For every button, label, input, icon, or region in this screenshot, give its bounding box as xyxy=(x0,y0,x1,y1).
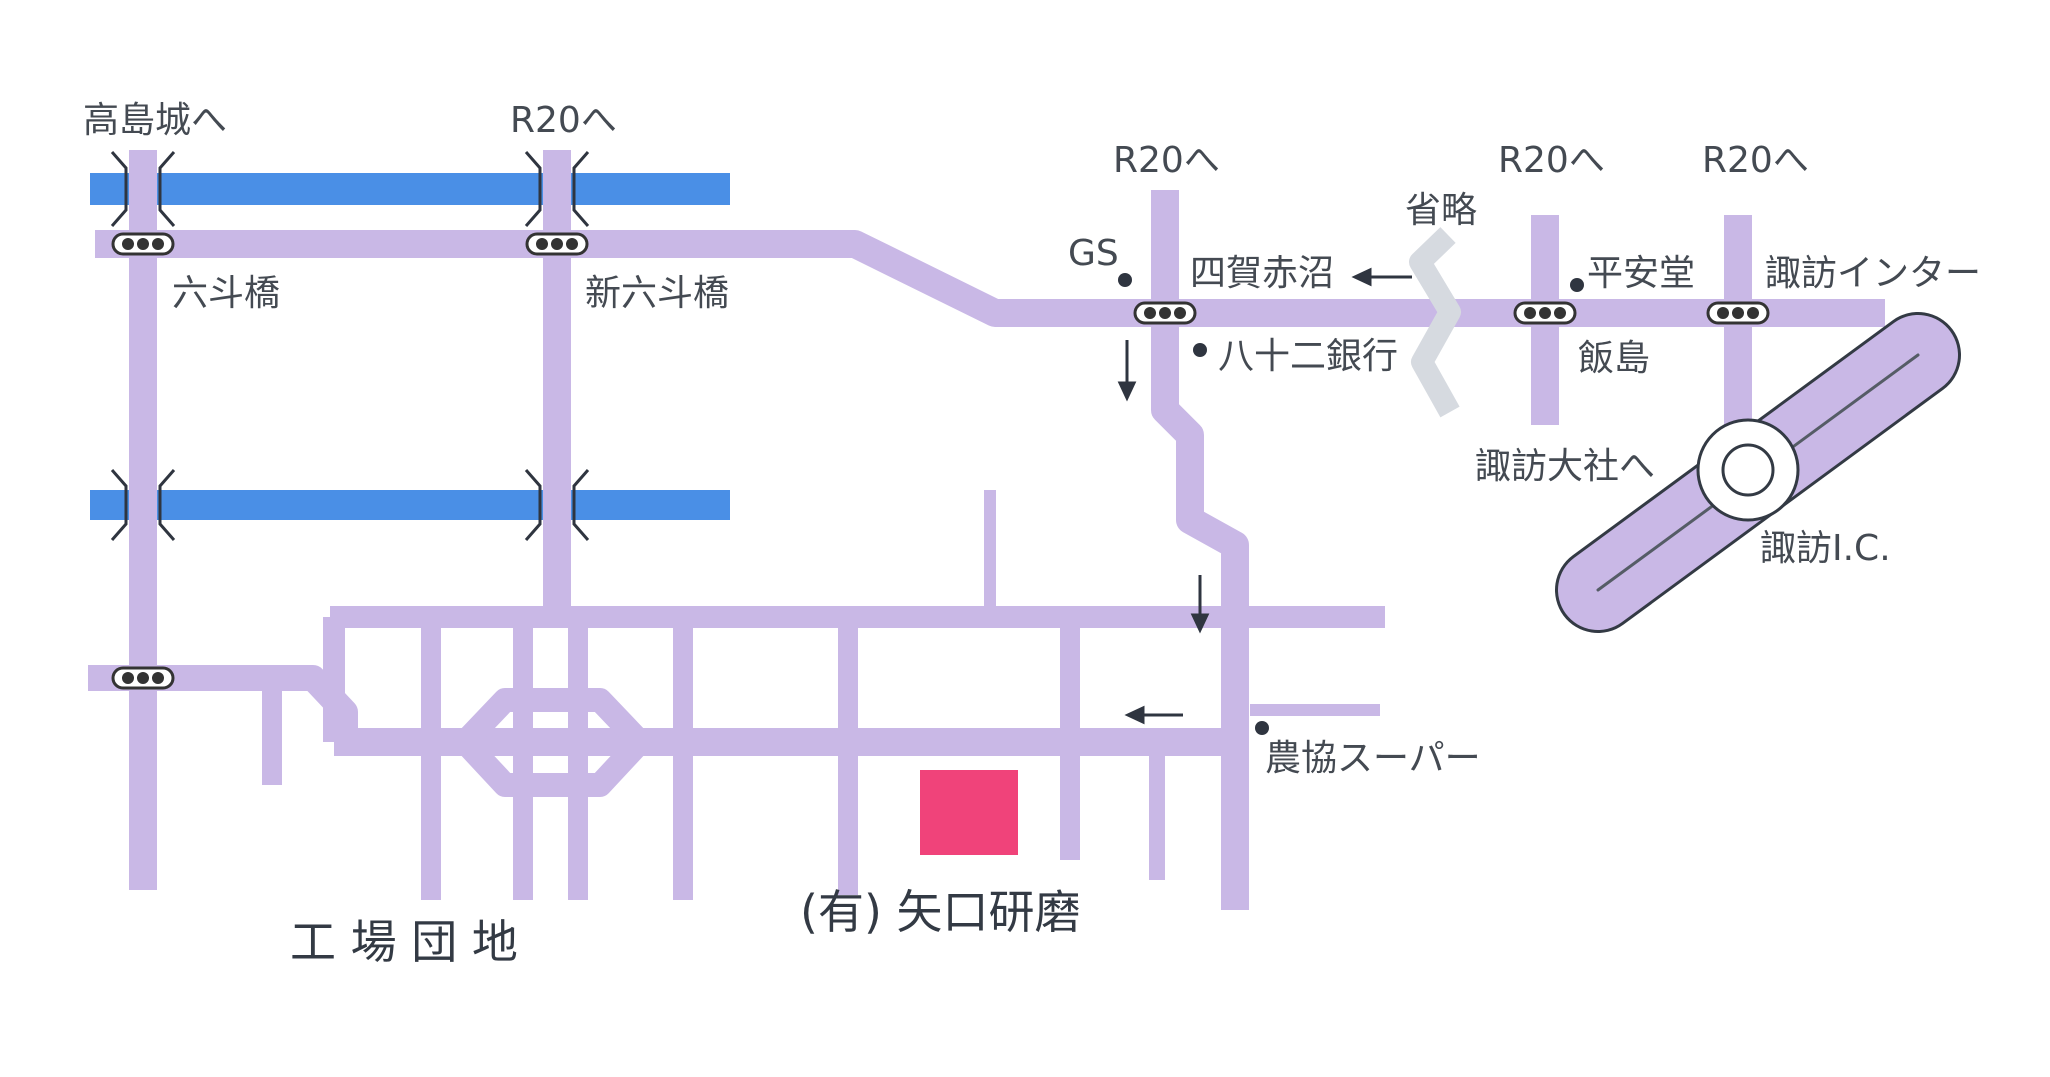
road-hexagon xyxy=(453,688,652,797)
bridge-upper-left xyxy=(110,151,176,227)
river-lower xyxy=(90,490,730,520)
destination-marker xyxy=(920,770,1018,855)
arrow-down-icon xyxy=(1190,575,1210,634)
arrow-down-icon xyxy=(1117,340,1137,402)
label-hachijuni: 八十二銀行 xyxy=(1218,336,1398,377)
bridge-lower-left xyxy=(110,469,176,541)
signal-left-lower xyxy=(111,666,175,690)
label-takashima: 高島城へ xyxy=(83,100,227,141)
label-nokyo: 農協スーパー xyxy=(1265,738,1481,779)
river-upper xyxy=(90,173,730,205)
roads xyxy=(88,150,1961,910)
label-suwa-ic: 諏訪I.C. xyxy=(1760,528,1891,569)
label-company: (有) 矢口研磨 xyxy=(800,885,1081,939)
label-r20-a: R20へ xyxy=(510,100,617,141)
nokyo-dot xyxy=(1255,721,1269,735)
bridge-lower-mid xyxy=(524,469,590,541)
label-rokutobashi: 六斗橋 xyxy=(172,273,280,314)
signal-suwa-inter xyxy=(1706,301,1770,325)
label-suwa-inter: 諏訪インター xyxy=(1765,253,1981,294)
label-iijima: 飯島 xyxy=(1578,338,1650,379)
heiando-dot xyxy=(1570,278,1584,292)
label-r20-c: R20へ xyxy=(1498,140,1605,181)
arrow-left-icon xyxy=(1351,267,1412,287)
labels: 高島城へ R20へ R20へ R20へ R20へ 省略 GS 四賀赤沼 平安堂 … xyxy=(83,100,1981,969)
label-suwa-taisha: 諏訪大社へ xyxy=(1475,446,1655,487)
gs-dot xyxy=(1118,273,1132,287)
omission-zigzag xyxy=(1409,227,1461,418)
label-heiando: 平安堂 xyxy=(1587,253,1695,294)
signal-rokutobashi xyxy=(111,232,175,256)
label-shigaakanuma: 四賀赤沼 xyxy=(1190,253,1334,294)
label-shoryaku: 省略 xyxy=(1405,190,1477,231)
arrow-left-icon xyxy=(1124,705,1183,725)
direction-arrows xyxy=(1117,267,1412,725)
bank-dot xyxy=(1193,343,1207,357)
landmark-dots xyxy=(1118,273,1584,735)
label-shin-rokutobashi: 新六斗橋 xyxy=(585,273,729,314)
label-gs: GS xyxy=(1068,233,1119,274)
bridges xyxy=(110,151,590,541)
signal-shin-rokutobashi xyxy=(525,232,589,256)
road-gs-vertical xyxy=(1151,190,1249,910)
traffic-signals xyxy=(111,232,1770,690)
rivers xyxy=(90,173,730,520)
signal-gs xyxy=(1133,301,1197,325)
signal-iijima xyxy=(1513,301,1577,325)
bridge-upper-mid xyxy=(524,151,590,227)
label-industrial-park: 工 場 団 地 xyxy=(290,915,518,969)
interchange-inner xyxy=(1721,443,1775,497)
label-r20-b: R20へ xyxy=(1113,140,1220,181)
label-r20-d: R20へ xyxy=(1702,140,1809,181)
